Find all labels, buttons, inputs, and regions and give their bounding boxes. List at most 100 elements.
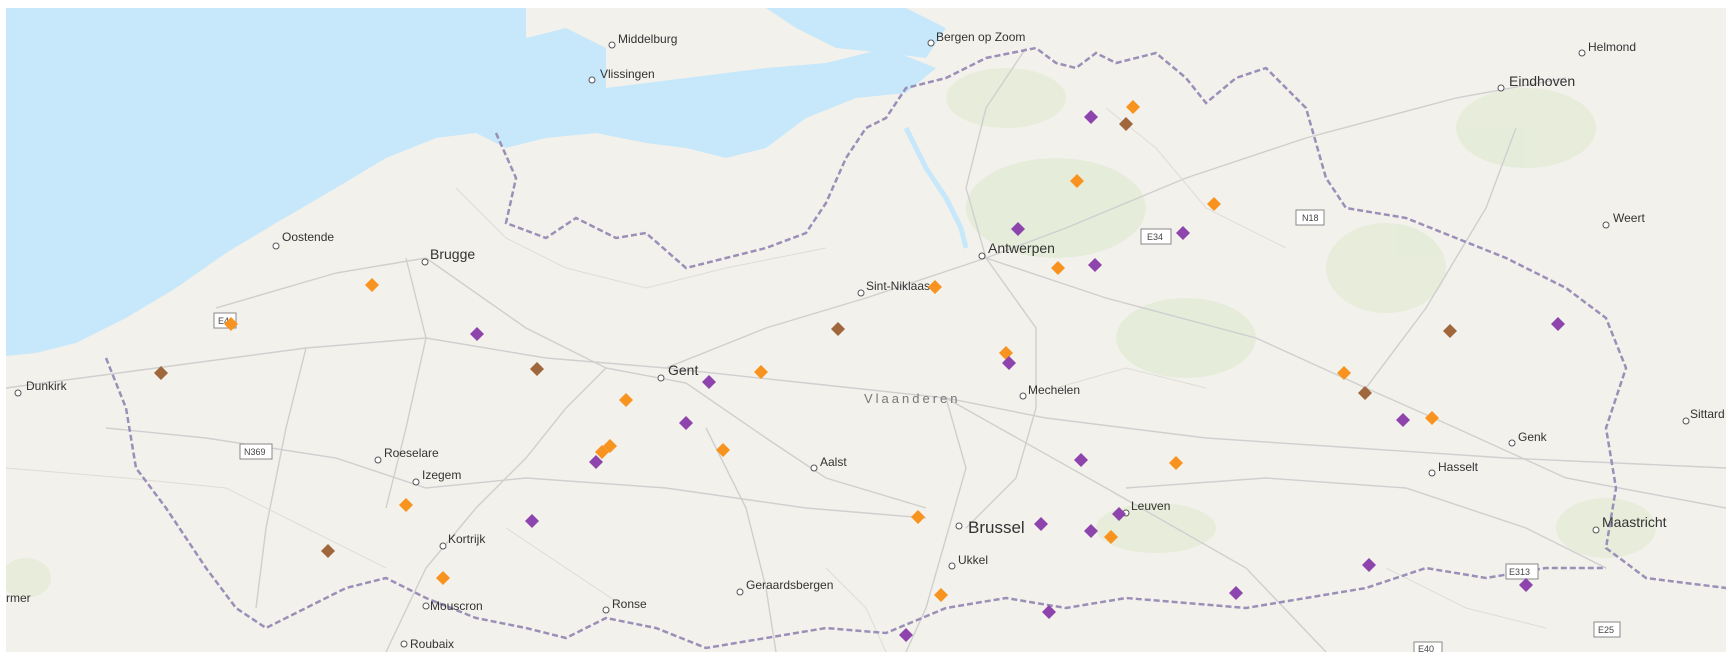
marker-orange[interactable] bbox=[365, 278, 379, 292]
marker-purple[interactable] bbox=[1229, 586, 1243, 600]
place-maastricht: Maastricht bbox=[1592, 514, 1667, 534]
marker-orange[interactable] bbox=[436, 571, 450, 585]
place-eindhoven: Eindhoven bbox=[1497, 73, 1575, 92]
country-borders bbox=[104, 46, 1726, 650]
marker-orange[interactable] bbox=[1337, 366, 1351, 380]
marker-purple[interactable] bbox=[470, 327, 484, 341]
svg-text:Vlissingen: Vlissingen bbox=[600, 67, 655, 81]
road-shield-e34: E34 bbox=[1140, 228, 1172, 245]
svg-text:Gent: Gent bbox=[668, 362, 698, 378]
svg-text:Ukkel: Ukkel bbox=[958, 553, 988, 567]
marker-orange[interactable] bbox=[1051, 261, 1065, 275]
svg-text:Bergen op Zoom: Bergen op Zoom bbox=[936, 30, 1025, 44]
place-bergen-op-zoom: Bergen op Zoom bbox=[927, 30, 1025, 47]
marker-orange[interactable] bbox=[928, 280, 942, 294]
svg-text:Eindhoven: Eindhoven bbox=[1509, 73, 1575, 89]
marker-brown[interactable] bbox=[1358, 386, 1372, 400]
marker-purple[interactable] bbox=[702, 375, 716, 389]
marker-orange[interactable] bbox=[934, 588, 948, 602]
marker-purple[interactable] bbox=[1112, 507, 1126, 521]
marker-brown[interactable] bbox=[831, 322, 845, 336]
svg-text:E25: E25 bbox=[1598, 625, 1614, 635]
marker-purple[interactable] bbox=[1011, 222, 1025, 236]
svg-text:Leuven: Leuven bbox=[1131, 499, 1170, 513]
marker-orange[interactable] bbox=[1207, 197, 1221, 211]
marker-brown[interactable] bbox=[1119, 117, 1133, 131]
road-shield-n369: N369 bbox=[239, 443, 273, 460]
place-hasselt: Hasselt bbox=[1428, 460, 1479, 477]
marker-purple[interactable] bbox=[1042, 605, 1056, 619]
marker-purple[interactable] bbox=[1034, 517, 1048, 531]
marker-orange[interactable] bbox=[1169, 456, 1183, 470]
marker-purple[interactable] bbox=[1088, 258, 1102, 272]
svg-text:Izegem: Izegem bbox=[422, 468, 461, 482]
marker-brown[interactable] bbox=[154, 366, 168, 380]
estuary bbox=[476, 48, 936, 158]
svg-text:Antwerpen: Antwerpen bbox=[988, 240, 1055, 256]
markers-purple[interactable] bbox=[470, 110, 1565, 642]
marker-orange[interactable] bbox=[619, 393, 633, 407]
marker-orange[interactable] bbox=[716, 443, 730, 457]
svg-text:Weert: Weert bbox=[1613, 211, 1645, 225]
svg-text:Roeselare: Roeselare bbox=[384, 446, 439, 460]
marker-purple[interactable] bbox=[1176, 226, 1190, 240]
svg-text:Brussel: Brussel bbox=[968, 518, 1025, 537]
place-kortrijk: Kortrijk bbox=[439, 532, 486, 550]
marker-purple[interactable] bbox=[1396, 413, 1410, 427]
marker-purple[interactable] bbox=[1002, 356, 1016, 370]
place-weert: Weert bbox=[1602, 211, 1645, 229]
place-sittard: Sittard bbox=[1682, 407, 1725, 425]
markers-brown[interactable] bbox=[154, 117, 1457, 558]
road-shield-e40: E40 bbox=[1413, 641, 1443, 652]
place-geraardsbergen: Geraardsbergen bbox=[736, 578, 833, 596]
place-helmond: Helmond bbox=[1578, 40, 1636, 57]
marker-orange[interactable] bbox=[399, 498, 413, 512]
marker-orange[interactable] bbox=[754, 365, 768, 379]
svg-text:Dunkirk: Dunkirk bbox=[26, 379, 68, 393]
marker-purple[interactable] bbox=[1084, 524, 1098, 538]
place-antwerpen: Antwerpen bbox=[978, 240, 1055, 260]
svg-text:rmer: rmer bbox=[6, 591, 31, 605]
region-label: Vlaanderen bbox=[864, 391, 961, 406]
svg-text:Oostende: Oostende bbox=[282, 230, 334, 244]
marker-purple[interactable] bbox=[589, 455, 603, 469]
marker-orange[interactable] bbox=[1425, 411, 1439, 425]
marker-orange[interactable] bbox=[1104, 530, 1118, 544]
svg-text:Roubaix: Roubaix bbox=[410, 637, 454, 651]
place-sint-niklaas: Sint-Niklaas bbox=[857, 279, 930, 297]
place-gent: Gent bbox=[657, 362, 698, 382]
place-roeselare: Roeselare bbox=[374, 446, 439, 464]
place-ronse: Ronse bbox=[602, 597, 647, 614]
marker-purple[interactable] bbox=[1551, 317, 1565, 331]
marker-purple[interactable] bbox=[1074, 453, 1088, 467]
svg-text:Ronse: Ronse bbox=[612, 597, 647, 611]
map-canvas[interactable]: E34 N18 N369 E313 E25 E40 E4 Vlaanderen … bbox=[6, 8, 1726, 652]
marker-orange[interactable] bbox=[1126, 100, 1140, 114]
place-mechelen: Mechelen bbox=[1019, 383, 1080, 400]
place-roubaix: Roubaix bbox=[400, 637, 454, 651]
marker-purple[interactable] bbox=[525, 514, 539, 528]
svg-text:Maastricht: Maastricht bbox=[1602, 514, 1667, 530]
svg-text:Sittard: Sittard bbox=[1690, 407, 1725, 421]
marker-brown[interactable] bbox=[1443, 324, 1457, 338]
place-izegem: Izegem bbox=[412, 468, 461, 486]
place-genk: Genk bbox=[1508, 430, 1548, 447]
marker-orange[interactable] bbox=[1070, 174, 1084, 188]
marker-purple[interactable] bbox=[899, 628, 913, 642]
markers-orange[interactable] bbox=[224, 100, 1439, 602]
marker-purple[interactable] bbox=[679, 416, 693, 430]
svg-text:Mouscron: Mouscron bbox=[430, 599, 483, 613]
marker-orange[interactable] bbox=[224, 317, 238, 331]
marker-orange[interactable] bbox=[595, 445, 609, 459]
marker-purple[interactable] bbox=[1084, 110, 1098, 124]
marker-purple[interactable] bbox=[1519, 578, 1533, 592]
marker-purple[interactable] bbox=[1362, 558, 1376, 572]
svg-text:E34: E34 bbox=[1147, 232, 1163, 242]
road-shield-e25: E25 bbox=[1593, 621, 1621, 638]
svg-text:E40: E40 bbox=[1418, 644, 1434, 652]
marker-orange[interactable] bbox=[911, 510, 925, 524]
marker-brown[interactable] bbox=[321, 544, 335, 558]
marker-brown[interactable] bbox=[530, 362, 544, 376]
svg-text:Brugge: Brugge bbox=[430, 246, 475, 262]
